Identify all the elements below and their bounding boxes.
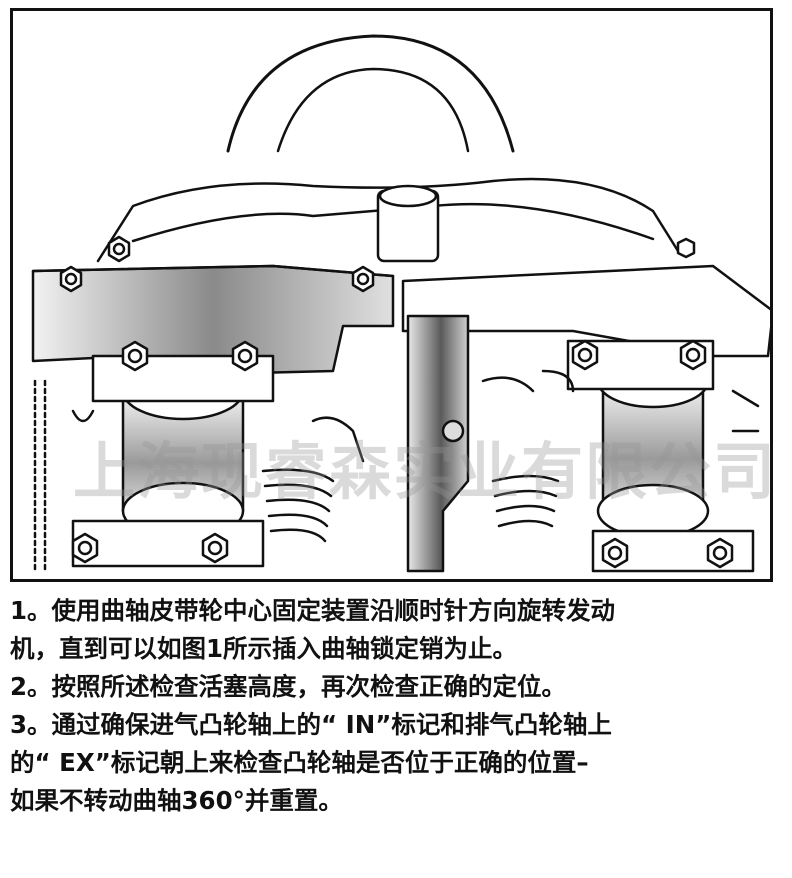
engine-illustration: 上海现睿森实业有限公司 bbox=[10, 8, 773, 582]
instruction-line-6: 如果不转动曲轴360°并重置。 bbox=[10, 786, 343, 815]
watermark: 上海现睿森实业有限公司 bbox=[73, 435, 773, 508]
timing-belt bbox=[33, 379, 47, 573]
instruction-line-5: 的“ EX”标记朝上来检查凸轮轴是否位于正确的位置– bbox=[10, 748, 589, 777]
bolts bbox=[59, 235, 734, 569]
pulley-outline bbox=[226, 34, 515, 153]
instructions: 1。使用曲轴皮带轮中心固定装置沿顺时针方向旋转发动 机，直到可以如图1所示插入曲… bbox=[10, 592, 786, 820]
camshaft-diagram bbox=[31, 34, 770, 573]
crankshaft-lock-pin bbox=[406, 314, 470, 573]
valve-spring-left bbox=[261, 468, 335, 543]
instruction-line-1: 1。使用曲轴皮带轮中心固定装置沿顺时针方向旋转发动 bbox=[10, 596, 616, 625]
instruction-line-4: 3。通过确保进气凸轮轴上的“ IN”标记和排气凸轮轴上 bbox=[10, 710, 612, 739]
instruction-line-2: 机，直到可以如图1所示插入曲轴锁定销为止。 bbox=[10, 634, 518, 663]
valve-spring-right bbox=[491, 474, 560, 528]
exhaust-camshaft bbox=[566, 339, 755, 573]
instruction-line-3: 2。按照所述检查活塞高度，再次检查正确的定位。 bbox=[10, 672, 567, 701]
